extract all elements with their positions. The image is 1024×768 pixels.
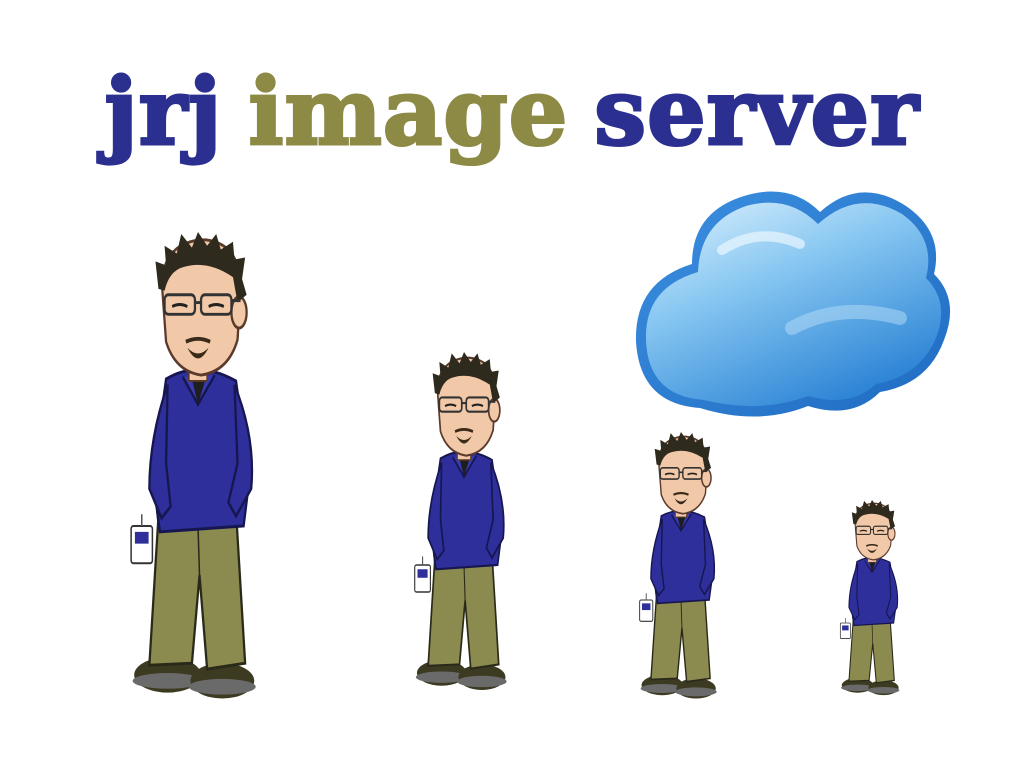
person-figure-medium bbox=[413, 350, 508, 692]
title-word-server: server bbox=[593, 57, 920, 168]
person-figure-small bbox=[638, 430, 718, 700]
person-figure-smallest bbox=[839, 499, 901, 696]
person-figure-large bbox=[129, 230, 258, 701]
title-word-jrj: jrj bbox=[103, 57, 223, 168]
cloud-icon bbox=[635, 191, 951, 417]
title-word-image: image bbox=[247, 57, 569, 168]
